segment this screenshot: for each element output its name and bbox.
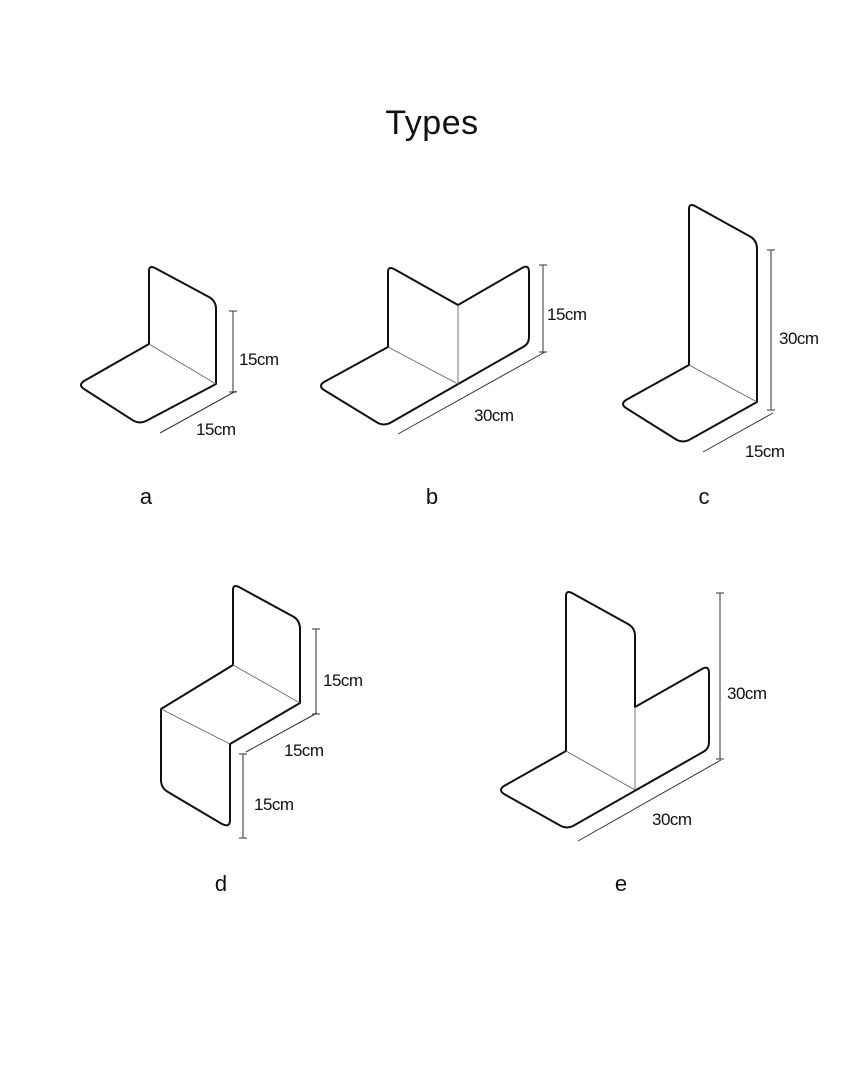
type-c-depth-label: 15cm bbox=[745, 442, 785, 461]
type-a-depth-dimension: 15cm bbox=[159, 390, 236, 439]
type-b-fold-line bbox=[387, 346, 459, 385]
type-c-height-dimension: 30cm bbox=[767, 249, 819, 411]
type-d-bottom-fold-line bbox=[160, 708, 231, 745]
type-d-lower-height-dimension: 15cm bbox=[239, 753, 294, 839]
type-a-bookend-outline bbox=[80, 266, 217, 424]
type-d-bookend-outline bbox=[160, 585, 301, 827]
bookend-type-c: 30cm 15cm bbox=[622, 204, 819, 461]
bookend-type-d: 15cm 15cm 15cm bbox=[160, 585, 363, 839]
bookend-type-b: 15cm 30cm bbox=[320, 264, 587, 435]
type-b-label: b bbox=[425, 484, 439, 509]
type-e-fold-line bbox=[565, 750, 636, 791]
type-b-height-label: 15cm bbox=[547, 305, 587, 324]
type-c-height-label: 30cm bbox=[779, 329, 819, 348]
type-e-height-dimension: 30cm bbox=[716, 592, 767, 760]
type-d-depth-dimension: 15cm bbox=[245, 712, 324, 760]
type-b-bookend-outline bbox=[320, 265, 530, 426]
type-d-depth-label: 15cm bbox=[284, 741, 324, 760]
bookend-type-e: 30cm 30cm bbox=[500, 591, 767, 842]
type-a-fold-line bbox=[148, 343, 217, 385]
type-a-height-dimension: 15cm bbox=[229, 310, 279, 393]
type-e-bookend-outline bbox=[500, 591, 710, 829]
type-e-height-label: 30cm bbox=[727, 684, 767, 703]
type-d-upper-height-label: 15cm bbox=[323, 671, 363, 690]
type-d-upper-height-dimension: 15cm bbox=[312, 628, 363, 715]
type-b-height-dimension: 15cm bbox=[539, 264, 587, 353]
type-e-label: e bbox=[614, 871, 628, 896]
type-c-label: c bbox=[698, 484, 710, 509]
type-a-depth-label: 15cm bbox=[196, 420, 236, 439]
type-e-width-label: 30cm bbox=[652, 810, 692, 829]
type-c-fold-line bbox=[688, 364, 758, 403]
type-a-height-label: 15cm bbox=[239, 350, 279, 369]
type-e-width-dimension: 30cm bbox=[577, 759, 722, 842]
type-c-bookend-outline bbox=[622, 204, 758, 443]
diagram-title: Types bbox=[385, 104, 479, 142]
type-a-label: a bbox=[139, 484, 153, 509]
bookend-type-a: 15cm 15cm bbox=[80, 266, 279, 439]
type-b-width-dimension: 30cm bbox=[397, 351, 546, 435]
type-d-lower-height-label: 15cm bbox=[254, 795, 294, 814]
type-c-depth-dimension: 15cm bbox=[702, 412, 785, 461]
type-b-width-label: 30cm bbox=[474, 406, 514, 425]
type-d-label: d bbox=[214, 871, 228, 896]
type-d-top-fold-line bbox=[232, 664, 301, 704]
